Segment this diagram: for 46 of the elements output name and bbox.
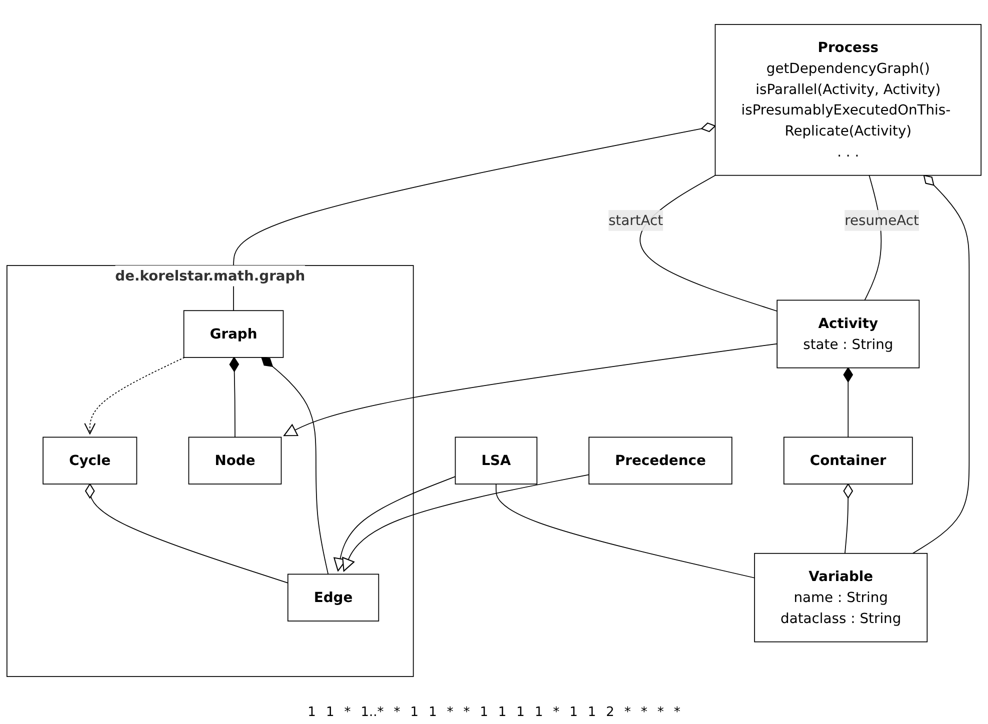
node-box: Edge (287, 574, 380, 622)
multiplicity-label: * (624, 705, 631, 720)
connector (912, 174, 970, 554)
edge-label: startAct (608, 212, 664, 228)
node-box: LSA (454, 436, 538, 484)
multiplicity-label: 1 (516, 705, 525, 720)
multiplicity-label: * (446, 705, 454, 720)
multiplicity-label: 1 (410, 705, 419, 720)
multiplicity-label: 2 (606, 705, 614, 720)
node-box: Variable name : String dataclass : String (754, 552, 928, 642)
connector (233, 122, 716, 312)
node-box: Graph (183, 310, 284, 358)
multiplicity-label: * (657, 705, 664, 720)
node-box: Process getDependencyGraph() isParallel(Activity, Activity) isPresumablyExecutedOnThis- Replicate(Activity) . . . (714, 24, 982, 176)
edge-label: resumeAct (844, 212, 919, 228)
multiplicity-label: 1 (428, 705, 437, 720)
node-box: Precedence (588, 436, 732, 484)
connector (843, 484, 853, 554)
connector (85, 484, 288, 584)
multiplicity-label: 1 (326, 705, 334, 720)
multiplicity-label: 1 (588, 705, 596, 720)
multiplicity-label: * (394, 705, 400, 720)
multiplicity-label: * (674, 705, 680, 720)
arrow (284, 343, 778, 436)
node-box: Activity state : String (776, 300, 920, 368)
connector (229, 356, 240, 438)
connector (496, 484, 755, 578)
multiplicity-label: 1 (498, 705, 506, 720)
arrow (342, 474, 590, 572)
node-box: Cycle (42, 436, 138, 484)
multiplicity-label: 1 (534, 705, 543, 720)
node-box: Node (188, 436, 282, 484)
multiplicity-label: 1 (308, 705, 316, 720)
multiplicity-label: * (552, 705, 560, 720)
multiplicity-label: * (640, 705, 648, 720)
arrow (84, 357, 185, 434)
multiplicity-label: 1..* (360, 705, 384, 720)
connector (843, 367, 853, 438)
multiplicity-label: * (344, 705, 351, 720)
connector (261, 356, 329, 575)
connector (640, 174, 778, 312)
arrow (334, 476, 456, 572)
multiplicity-label: 1 (569, 705, 578, 720)
node-box: Container (783, 436, 913, 484)
multiplicity-label: 1 (480, 705, 488, 720)
multiplicity-label: * (463, 705, 470, 720)
